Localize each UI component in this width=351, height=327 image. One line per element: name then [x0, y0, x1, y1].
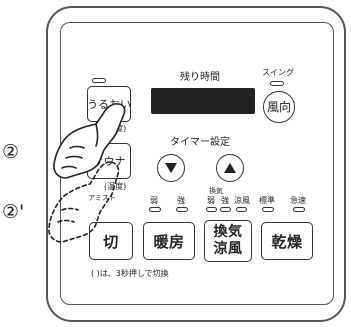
standard-label: 標準: [259, 196, 275, 205]
vent-button-label-line1: 換気: [213, 224, 243, 240]
vent-cool-button[interactable]: 換気 涼風: [204, 220, 252, 262]
timer-up-button[interactable]: [216, 154, 244, 182]
remaining-time-label: 残り時間: [180, 72, 220, 83]
off-button-label: 切: [103, 232, 119, 251]
off-button[interactable]: 切: [89, 222, 133, 260]
standard-led: [262, 207, 274, 212]
swing-label: スイング: [262, 68, 294, 77]
dry-button-label: 乾燥: [271, 232, 303, 251]
hand-hold-dashed-icon: [48, 161, 120, 243]
sauna-button-label: サウナ: [92, 154, 126, 168]
step-label-press: ②: [2, 141, 20, 163]
down-arrow-icon: [165, 163, 177, 173]
heater-high-led: [176, 207, 188, 212]
timer-label: タイマー設定: [170, 137, 230, 148]
quick-label: 急速: [290, 196, 306, 205]
mist-label: アミスト: [88, 194, 116, 202]
quick-led: [293, 207, 305, 212]
up-arrow-icon: [224, 163, 236, 173]
vent-low-led: [206, 207, 217, 212]
remaining-time-display: [151, 88, 255, 114]
heater-button-label: 暖房: [153, 232, 185, 251]
hand-press-icon: [53, 103, 126, 179]
direction-button-label: 風向: [266, 100, 291, 114]
vent-low-label: 弱: [207, 196, 215, 205]
heater-high-label: 強: [177, 196, 185, 205]
vent-button-label-line2: 涼風: [213, 241, 243, 257]
heater-button[interactable]: 暖房: [143, 222, 195, 260]
vent-high-led: [220, 207, 231, 212]
dry-button[interactable]: 乾燥: [261, 222, 313, 260]
uruoi-button-label: うるおい: [87, 97, 131, 111]
sauna-sub-label: (温度): [104, 182, 127, 191]
vent-high-label: 強: [221, 196, 229, 205]
cool-led: [236, 207, 247, 212]
footnote: ( )は、3秒押しで切換: [91, 269, 169, 278]
uruoi-led: [92, 78, 106, 83]
heater-low-led: [149, 207, 161, 212]
step-label-hold: ②': [2, 201, 25, 223]
cool-label: 涼風: [234, 196, 250, 205]
direction-button[interactable]: 風向: [263, 91, 295, 123]
heater-low-label: 弱: [150, 196, 158, 205]
timer-down-button[interactable]: [157, 154, 185, 182]
swing-led: [270, 81, 284, 86]
vent-group-label: 換気: [209, 187, 223, 195]
